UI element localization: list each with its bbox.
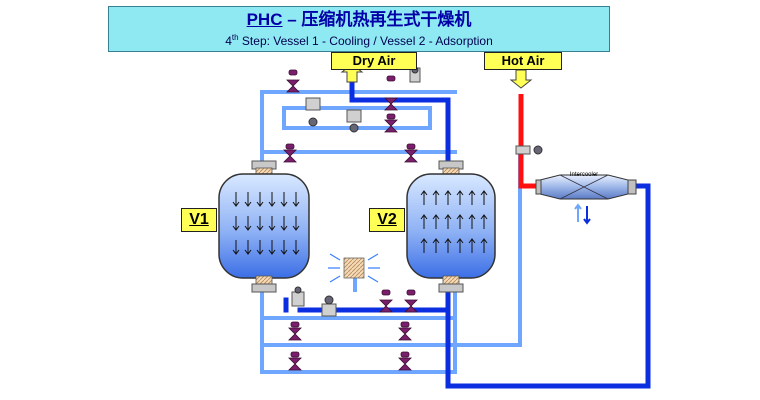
- valve-4: [283, 143, 297, 163]
- step-ordinal: th: [231, 33, 239, 42]
- v2-text: V2: [377, 211, 397, 228]
- silencer: [328, 253, 380, 283]
- check-valve-5: [321, 295, 337, 317]
- valve-6: [379, 289, 393, 313]
- dry-air-text: Dry Air: [352, 53, 396, 68]
- hot-air-label: Hot Air: [484, 52, 562, 70]
- step-subtitle: 4th Step: Vessel 1 - Cooling / Vessel 2 …: [109, 30, 609, 49]
- v2-label: V2: [369, 208, 405, 232]
- v1-label: V1: [181, 208, 217, 232]
- valve-10: [288, 351, 302, 371]
- step-text: Step: Vessel 1 - Cooling / Vessel 2 - Ad…: [238, 34, 493, 48]
- hot-air-arrow: [509, 69, 533, 89]
- check-valve-2: [346, 109, 362, 133]
- vessel-v1: [218, 160, 310, 293]
- valves: [283, 69, 418, 371]
- title-banner: PHC – 压缩机热再生式干燥机 4th Step: Vessel 1 - Co…: [108, 6, 610, 52]
- intercooler: [535, 174, 637, 225]
- v2-up-arrows: [420, 190, 488, 253]
- step-number: 4: [225, 34, 232, 48]
- v1-down-arrows: [232, 192, 300, 255]
- check-valve-4: [291, 286, 305, 307]
- valve-9: [398, 321, 412, 341]
- dark-pipes: [283, 77, 651, 389]
- check-valves: [291, 66, 543, 317]
- valve-8: [288, 321, 302, 341]
- title-abbr: PHC: [246, 10, 283, 29]
- hot-air-line: [518, 94, 540, 189]
- v1-text: V1: [189, 211, 209, 228]
- diagram-title: PHC – 压缩机热再生式干燥机: [109, 10, 609, 30]
- valve-1: [286, 69, 300, 93]
- top-bypass-loop: [282, 106, 432, 130]
- valve-5: [404, 143, 418, 163]
- dry-air-label: Dry Air: [331, 52, 417, 70]
- valve-3: [384, 113, 398, 133]
- valve-2: [384, 75, 398, 111]
- intercooler-label: Intercooler: [570, 172, 598, 178]
- hot-air-check-valve: [515, 145, 543, 155]
- hot-air-text: Hot Air: [501, 53, 545, 68]
- regen-return-line: [453, 148, 522, 347]
- cooling-return-line: [445, 183, 651, 389]
- valve-11: [398, 351, 412, 371]
- title-main-text: – 压缩机热再生式干燥机: [282, 10, 472, 29]
- valve-7: [404, 289, 418, 313]
- dry-air-outlet-line: [349, 77, 451, 173]
- check-valve-1: [305, 97, 321, 127]
- vessel-v2: [406, 160, 496, 293]
